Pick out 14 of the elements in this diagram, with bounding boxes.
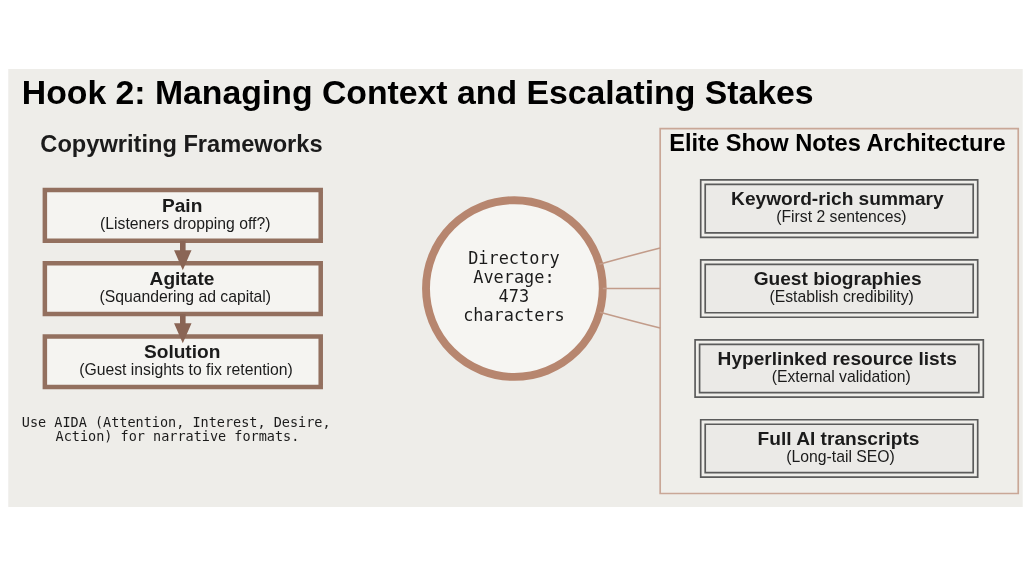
connector [602, 287, 661, 290]
node-box: Full AI transcripts (Long-tail SEO) [699, 418, 979, 478]
node-box: Guest biographies (Establish credibility) [699, 259, 979, 319]
connector [598, 247, 661, 265]
node-box: Solution (Guest insights to fix retention) [42, 334, 323, 390]
node-circle: Directory Average: 473 characters [422, 196, 607, 381]
node-box: Keyword-rich summary (First 2 sentences) [699, 179, 979, 239]
label: Use AIDA (Attention, Interest, Desire, Action) for narrative formats. [21, 413, 331, 445]
node-box: Hyperlinked resource lists (External validation) [694, 338, 985, 399]
node-box: Agitate (Squandering ad capital) [42, 261, 323, 317]
diagram-title: Hook 2: Managing Context and Escalating Stakes [21, 72, 814, 111]
label: Copywriting Frameworks [40, 130, 323, 157]
connector [599, 311, 661, 329]
node-box: Pain (Listeners dropping off?) [42, 187, 323, 243]
